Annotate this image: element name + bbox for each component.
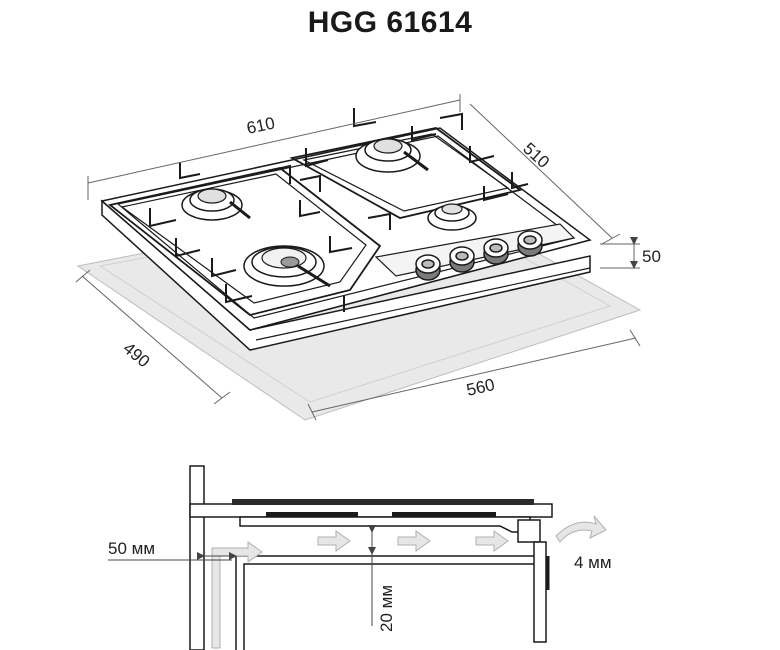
knob-4 [517,230,543,257]
cabinet-wall-left [189,465,205,650]
countertop [189,503,553,518]
dim-depth-label: 510 [519,139,553,172]
control-knobs [415,230,543,281]
airflow-arrow-3 [397,530,431,552]
model-title: HGG 61614 [307,6,473,39]
gap-left-label: 50 мм [108,539,155,558]
airflow-arrow-4 [475,530,509,552]
dim-width-label: 610 [245,113,277,137]
cutout-depth-label: 490 [119,339,153,372]
burner-front-left-large [243,245,331,288]
pan-supports [107,108,529,316]
cutout-width-label: 560 [465,375,497,400]
installation-section-view: 50 мм 20 мм 4 мм [108,465,612,650]
gap-bottom-label: 20 мм [377,585,396,632]
burner-back-right [355,138,429,173]
hob-under-body [239,516,531,533]
hob-isometric-view: 610 510 50 490 560 [75,94,661,421]
dimension-lines [75,94,641,421]
knob-1 [415,254,441,281]
hob-top-plate [232,499,534,505]
burner-back-left [181,188,251,221]
airflow-arrow-2 [317,530,351,552]
knob-3 [483,238,509,265]
gap-right-label: 4 мм [574,553,612,572]
airflow-up-arrow [211,541,263,649]
cabinet-wall-right [533,541,547,643]
burner-front-right-small [427,203,477,231]
dim-height-label: 50 [642,247,661,266]
airflow-exit-arrow [555,515,607,543]
knob-2 [449,246,475,273]
